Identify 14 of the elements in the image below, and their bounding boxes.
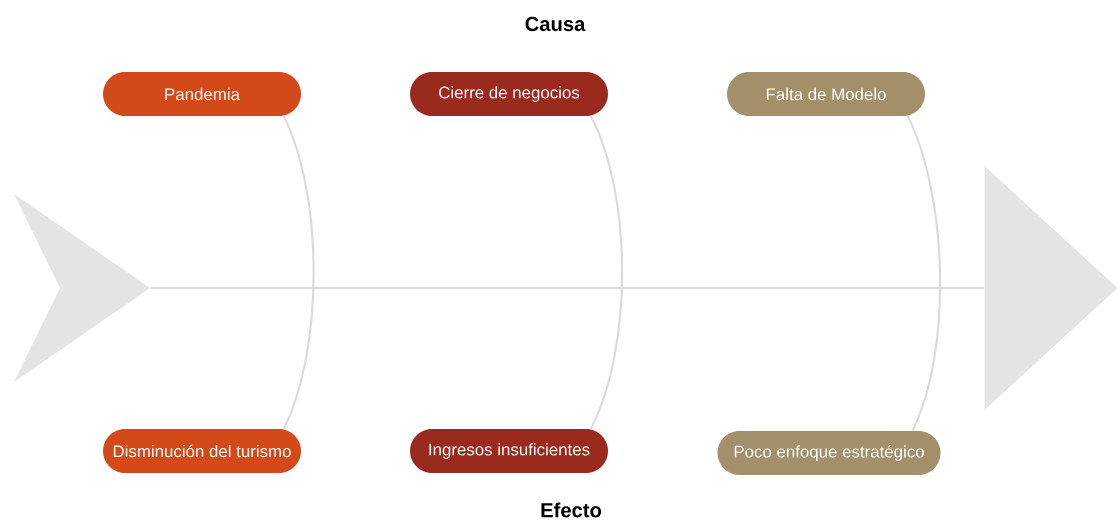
cause-pill: Ingresos insuficientes xyxy=(410,429,608,473)
cause-pill: Pandemia xyxy=(103,72,301,116)
head-triangle xyxy=(984,166,1118,410)
bone-curve xyxy=(282,115,315,430)
cause-pill: Poco enfoque estratégico xyxy=(717,431,941,475)
spine-line xyxy=(150,286,985,290)
heading-text: Efecto xyxy=(541,502,602,518)
bone-curve xyxy=(906,115,942,432)
cause-pill: Disminución del turismo xyxy=(103,429,301,473)
tail-chevron xyxy=(14,194,150,382)
heading-text: Causa xyxy=(525,16,586,32)
cause-pill: Falta de Modelo xyxy=(727,72,925,116)
bone-curve xyxy=(589,115,624,430)
cause-pill: Cierre de negocios xyxy=(410,72,608,116)
